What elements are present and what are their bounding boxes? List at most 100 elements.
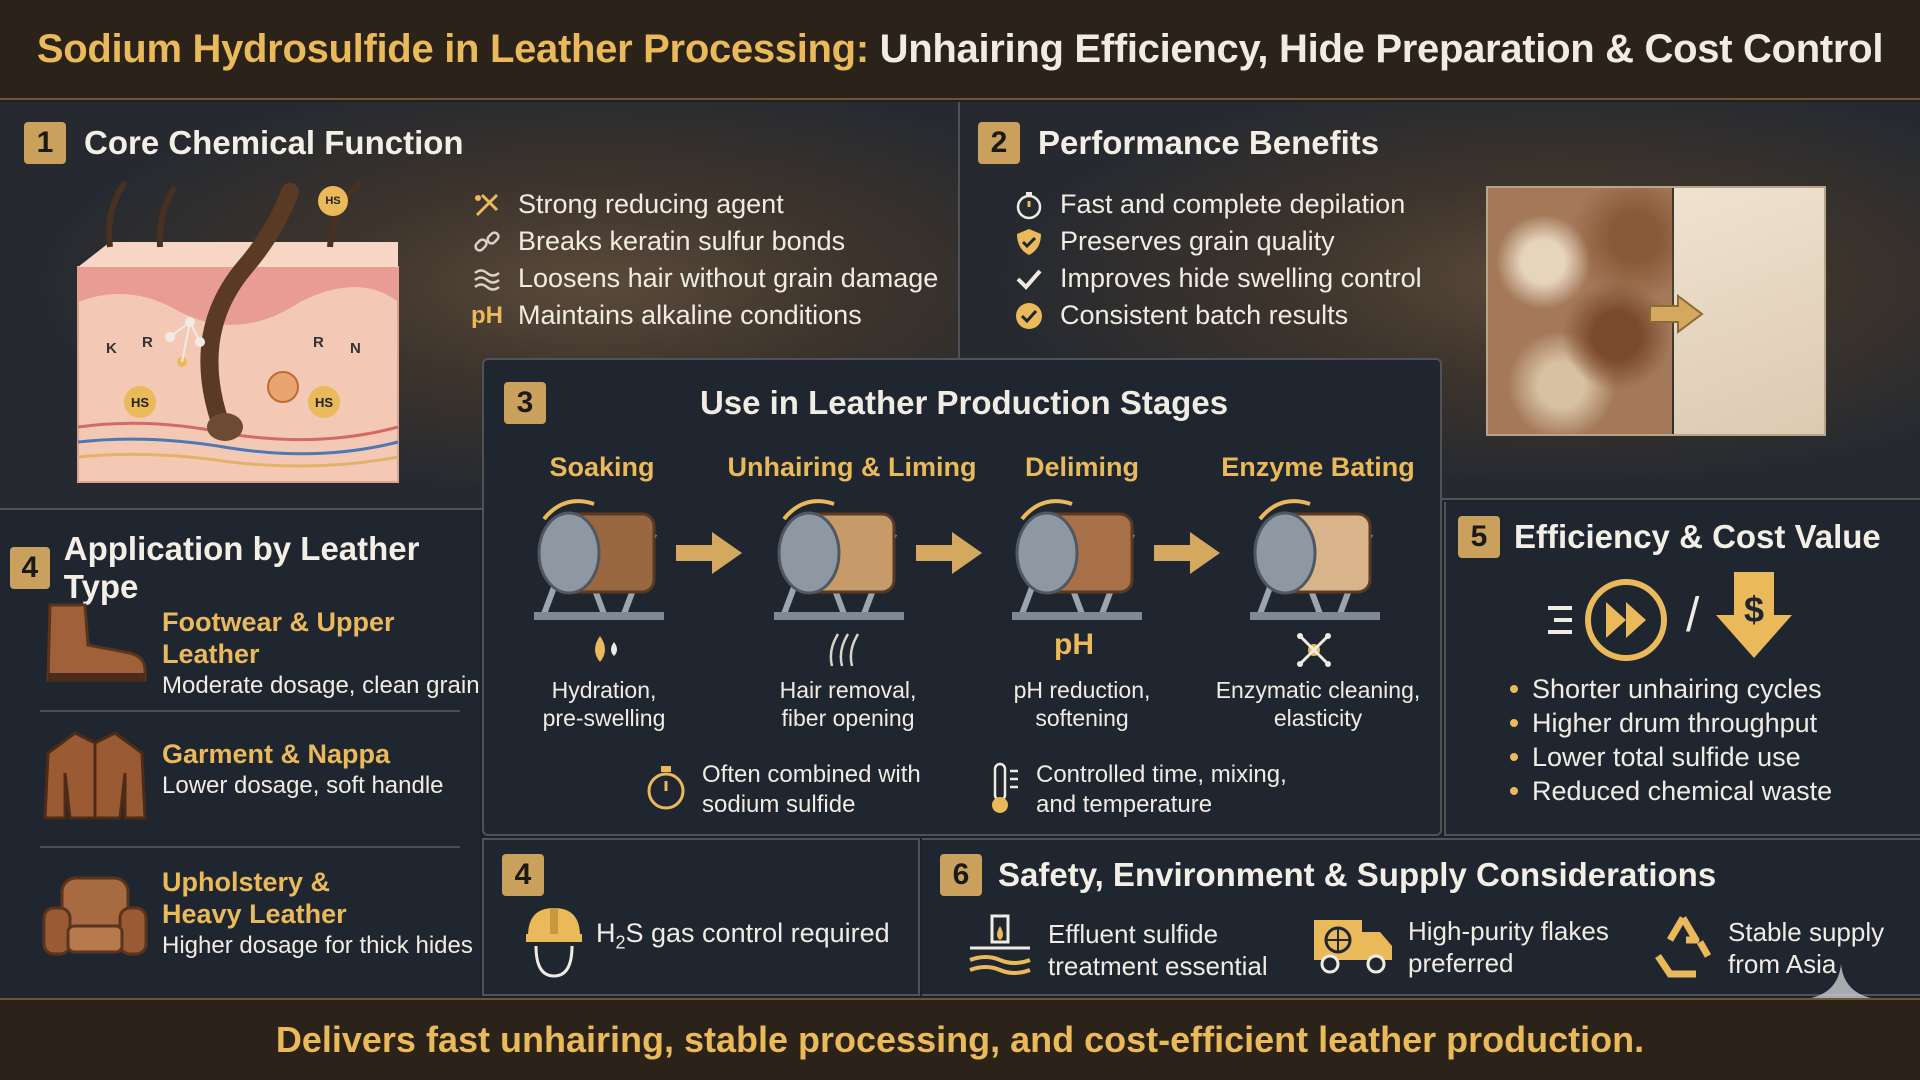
- leather-type-name: Upholstery &: [162, 867, 331, 897]
- ph-icon: pH: [1054, 628, 1094, 661]
- hs-molecule-left: HS: [124, 386, 156, 418]
- hs-molecule-right: HS: [308, 386, 340, 418]
- note-line: sodium sulfide: [702, 791, 856, 818]
- title-secondary: Unhairing Efficiency, Hide Preparation &…: [868, 26, 1884, 71]
- label-r-right: R: [313, 334, 324, 351]
- stage-desc-line: softening: [1035, 705, 1129, 731]
- hide-before-after-image: [1486, 186, 1826, 436]
- bullet-text: Shorter unhairing cycles: [1532, 673, 1822, 704]
- broken-link-icon: [470, 225, 504, 259]
- list-item: Breaks keratin sulfur bonds: [470, 223, 938, 260]
- leather-type-name: Garment & Nappa: [162, 739, 391, 769]
- item-text: Preserves grain quality: [1060, 226, 1335, 256]
- note-line: Controlled time, mixing,: [1036, 761, 1287, 788]
- title-bar: Sodium Hydrosulfide in Leather Processin…: [0, 0, 1920, 100]
- safety-line: High-purity flakes: [1408, 915, 1609, 946]
- arrow-right-icon: [1152, 528, 1222, 583]
- section-1-header: 1 Core Chemical Function: [24, 122, 464, 164]
- fast-forward-icon: [1546, 574, 1686, 669]
- section-4-title: Application by Leather Type: [63, 530, 420, 605]
- safety-line: from Asia: [1728, 948, 1837, 979]
- water-drops-icon: [586, 632, 622, 671]
- label-r: R: [142, 334, 153, 351]
- slash-divider: /: [1686, 589, 1700, 642]
- jacket-icon: [40, 728, 150, 828]
- stage-name-soaking: Soaking: [549, 452, 655, 482]
- arrow-right-icon: [914, 528, 984, 583]
- hairy-hide: [1488, 188, 1672, 434]
- list-item: Fast and complete depilation: [1012, 186, 1422, 223]
- section-core-chemical-function: 1 Core Chemical Function HS HS HS K R R …: [0, 102, 960, 510]
- waves-icon: [470, 262, 504, 296]
- item-text: Consistent batch results: [1060, 300, 1349, 330]
- leather-type-name: Heavy Leather: [162, 899, 347, 929]
- arrow-right-icon: [1648, 294, 1704, 339]
- stage-desc-line: Enzymatic cleaning,: [1215, 677, 1421, 703]
- divider: [40, 846, 460, 848]
- item-text: Loosens hair without grain damage: [518, 263, 939, 293]
- section-4-header: 4 Application by Leather Type: [10, 530, 480, 606]
- stage-desc-line: Hair removal,: [779, 677, 917, 703]
- stage-desc-deliming: pH reduction,softening: [962, 676, 1202, 732]
- section-number-badge: 1: [24, 122, 66, 164]
- note-controlled: Controlled time, mixing, and temperature: [988, 760, 1287, 820]
- section-2-header: 2 Performance Benefits: [978, 122, 1379, 164]
- truck-icon: [1310, 912, 1396, 981]
- section-efficiency-cost-value: 5 Efficiency & Cost Value / $ Shorter un…: [1444, 502, 1920, 836]
- section-3-title: Use in Leather Production Stages: [699, 384, 1229, 421]
- bullet-text: Higher drum throughput: [1532, 707, 1818, 738]
- section-5-title: Efficiency & Cost Value: [1514, 518, 1881, 555]
- section-h2s-control: 4 H2S gas control required: [482, 838, 920, 996]
- section-number-badge: 4: [10, 547, 50, 589]
- item-text: Fast and complete depilation: [1060, 189, 1406, 219]
- section-6-title: Safety, Environment & Supply Considerati…: [998, 856, 1717, 893]
- ph-icon: pH: [471, 301, 503, 329]
- label-k: K: [106, 340, 117, 357]
- leather-type-footwear: Footwear & Upper Leather Moderate dosage…: [162, 606, 480, 702]
- list-item: Reduced chemical waste: [1510, 774, 1832, 808]
- core-function-list: Strong reducing agent Breaks keratin sul…: [470, 186, 938, 334]
- benefits-list: Fast and complete depilation Preserves g…: [1012, 186, 1422, 334]
- stage-name-bating: Enzyme Bating: [1221, 452, 1415, 482]
- safety-line: Stable supply: [1728, 916, 1885, 947]
- safety-line: treatment essential: [1048, 950, 1268, 981]
- skin-cross-section-diagram: [70, 172, 410, 492]
- list-item: pH Maintains alkaline conditions: [470, 297, 938, 334]
- section-2-title: Performance Benefits: [1038, 124, 1380, 161]
- stage-desc-line: pre-swelling: [542, 705, 666, 731]
- h2s-text-part: S gas control required: [625, 918, 890, 948]
- section-number-badge: 3: [504, 382, 546, 424]
- armchair-icon: [40, 870, 150, 970]
- boot-icon: [40, 595, 150, 690]
- h2s-text-part: H: [596, 918, 616, 948]
- list-item: Improves hide swelling control: [1012, 260, 1422, 297]
- leather-type-garment: Garment & Nappa Lower dosage, soft handl…: [162, 738, 444, 802]
- stage-desc-line: fiber opening: [781, 705, 915, 731]
- leather-type-name: Footwear & Upper Leather: [162, 607, 395, 669]
- list-item: Strong reducing agent: [470, 186, 938, 223]
- section-number-badge: 2: [978, 122, 1020, 164]
- stage-desc-line: elasticity: [1273, 705, 1363, 731]
- stage-desc-unhairing: Hair removal,fiber opening: [728, 676, 968, 732]
- item-text: Strong reducing agent: [518, 189, 784, 219]
- note-line: and temperature: [1036, 791, 1213, 818]
- list-item: Preserves grain quality: [1012, 223, 1422, 260]
- section-safety-environment-supply: 6 Safety, Environment & Supply Considera…: [922, 838, 1920, 1034]
- drum-icon: [764, 494, 914, 629]
- svg-text:$: $: [1744, 589, 1764, 630]
- section-4b-header: 4: [502, 854, 544, 896]
- leather-type-desc: Moderate dosage, clean grain: [162, 672, 480, 699]
- hair-icon: [824, 632, 864, 673]
- shield-check-icon: [1012, 225, 1046, 259]
- checkmark-icon: [1012, 262, 1046, 296]
- hs-molecule-top: HS: [318, 186, 348, 216]
- stage-desc-bating: Enzymatic cleaning,elasticity: [1188, 676, 1448, 732]
- section-6-header: 6 Safety, Environment & Supply Considera…: [940, 854, 1716, 896]
- cost-down-icon: $: [1714, 570, 1794, 665]
- stopwatch-icon: [1012, 188, 1046, 222]
- footer-summary: Delivers fast unhairing, stable processi…: [0, 998, 1920, 1080]
